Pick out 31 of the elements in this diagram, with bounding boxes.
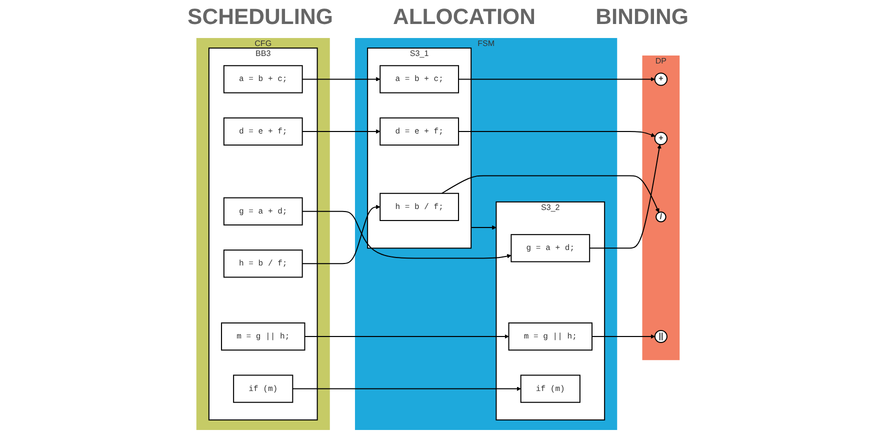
- stage-label: SCHEDULING: [188, 4, 333, 30]
- stage-label: BINDING: [596, 4, 688, 30]
- node-box: m = g || h;: [221, 322, 306, 351]
- node-box: m = g || h;: [508, 322, 593, 351]
- arrow: [302, 204, 380, 264]
- arrow: [302, 77, 380, 82]
- node-box: g = a + d;: [223, 197, 303, 226]
- node-box: g = a + d;: [510, 234, 590, 262]
- node-circle: /: [656, 212, 666, 222]
- node-circle: +: [654, 132, 668, 146]
- node-box: d = e + f;: [380, 117, 460, 146]
- arrow: [458, 131, 656, 138]
- node-box: if (m): [233, 374, 294, 403]
- arrow: [442, 175, 660, 213]
- node-box: a = b + c;: [223, 65, 303, 94]
- arrow: [302, 210, 512, 259]
- node-box: a = b + c;: [380, 65, 460, 94]
- node-box: if (m): [520, 374, 580, 403]
- arrow: [592, 334, 656, 339]
- arrow: [292, 386, 522, 391]
- arrow: [302, 129, 380, 134]
- node-circle: +: [654, 72, 668, 86]
- arrow: [458, 77, 656, 82]
- arrow: [590, 144, 662, 249]
- node-circle: ||: [654, 330, 668, 344]
- node-box: h = b / f;: [380, 192, 460, 222]
- node-box: d = e + f;: [223, 117, 303, 146]
- node-box: h = b / f;: [223, 250, 303, 278]
- arrow: [304, 334, 509, 339]
- arrow: [471, 225, 496, 230]
- stage-label: ALLOCATION: [392, 4, 536, 30]
